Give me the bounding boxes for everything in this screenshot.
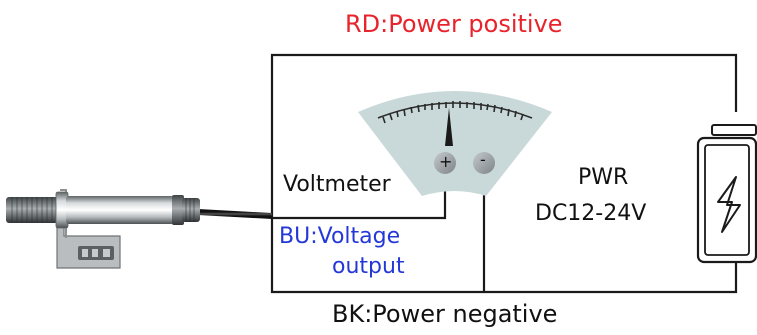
power-negative-label: BK:Power negative	[332, 300, 558, 328]
battery-icon	[696, 124, 757, 264]
positive-wire	[270, 53, 738, 216]
voltmeter-label: Voltmeter	[283, 172, 391, 197]
voltage-output-label-line1: BU:Voltage	[279, 224, 401, 249]
negative-terminal-label: -	[480, 150, 486, 169]
negative-wire	[270, 216, 738, 294]
power-supply-range-label: DC12-24V	[535, 201, 647, 226]
lightning-bolt-icon	[717, 176, 741, 233]
voltage-output-label-line2: output	[332, 254, 405, 279]
power-positive-label: RD:Power positive	[345, 10, 563, 38]
sensor-cable	[197, 209, 273, 219]
positive-terminal-label: +	[439, 152, 453, 171]
power-supply-label: PWR	[578, 165, 629, 190]
sensor-icon	[6, 189, 200, 269]
analog-voltmeter-icon	[358, 91, 552, 196]
